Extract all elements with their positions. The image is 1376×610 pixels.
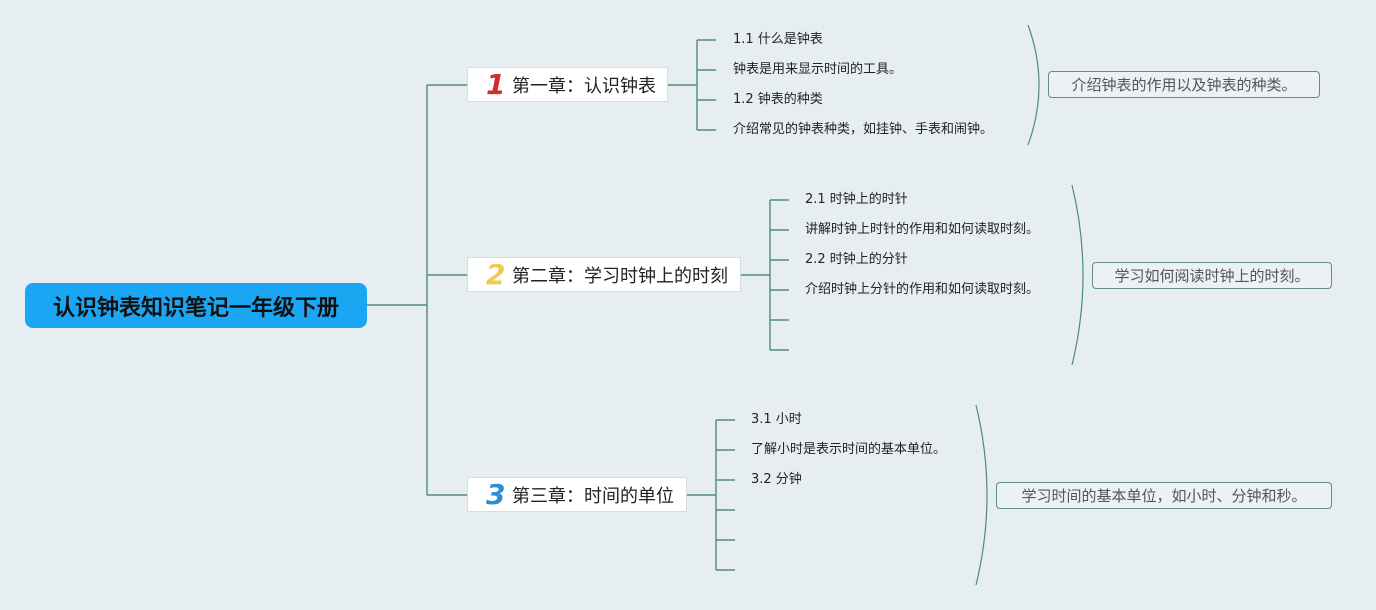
summary-brace-3 [975, 404, 988, 586]
summary-brace-2 [1071, 184, 1084, 366]
chapter-1-summary[interactable]: 介绍钟表的作用以及钟表的种类。 [1048, 71, 1320, 98]
chapter-1-title: 第一章：认识钟表 [512, 75, 656, 97]
chapter-2-item-3[interactable]: 2.2 时钟上的分针 [805, 252, 908, 267]
chapter-1-item-3[interactable]: 1.2 钟表的种类 [733, 92, 823, 107]
summary-brace-1 [1027, 24, 1040, 146]
chapter-3-item-1[interactable]: 3.1 小时 [751, 412, 802, 427]
chapter-3-topic[interactable]: 3 第三章：时间的单位 [467, 477, 687, 512]
chapter-1-topic[interactable]: 1 第一章：认识钟表 [467, 67, 668, 102]
root-topic[interactable]: 认识钟表知识笔记一年级下册 [25, 283, 367, 328]
chapter-2-item-2[interactable]: 讲解时钟上时针的作用和如何读取时刻。 [805, 222, 1040, 237]
chapter-3-number-icon: 3 [486, 477, 506, 511]
chapter-3-item-2[interactable]: 了解小时是表示时间的基本单位。 [751, 442, 947, 457]
chapter-3-title: 第三章：时间的单位 [512, 485, 674, 507]
chapter-1-summary-label: 介绍钟表的作用以及钟表的种类。 [1071, 76, 1297, 94]
root-topic-label: 认识钟表知识笔记一年级下册 [52, 295, 339, 321]
chapter-2-number-icon: 2 [486, 257, 506, 291]
chapter-3-summary[interactable]: 学习时间的基本单位，如小时、分钟和秒。 [996, 482, 1332, 509]
chapter-3-item-3[interactable]: 3.2 分钟 [751, 472, 802, 487]
chapter-2-item-1[interactable]: 2.1 时钟上的时针 [805, 192, 908, 207]
chapter-1-number-icon: 1 [486, 67, 506, 101]
chapter-3-summary-label: 学习时间的基本单位，如小时、分钟和秒。 [1021, 487, 1307, 505]
chapter-2-item-4[interactable]: 介绍时钟上分针的作用和如何读取时刻。 [805, 282, 1040, 297]
chapter-2-title: 第二章：学习时钟上的时刻 [512, 265, 728, 287]
chapter-1-item-1[interactable]: 1.1 什么是钟表 [733, 32, 823, 47]
chapter-2-summary-label: 学习如何阅读时钟上的时刻。 [1114, 267, 1310, 285]
chapter-2-topic[interactable]: 2 第二章：学习时钟上的时刻 [467, 257, 741, 292]
chapter-2-summary[interactable]: 学习如何阅读时钟上的时刻。 [1092, 262, 1332, 289]
chapter-1-item-4[interactable]: 介绍常见的钟表种类，如挂钟、手表和闹钟。 [733, 122, 994, 137]
chapter-1-item-2[interactable]: 钟表是用来显示时间的工具。 [733, 62, 903, 77]
